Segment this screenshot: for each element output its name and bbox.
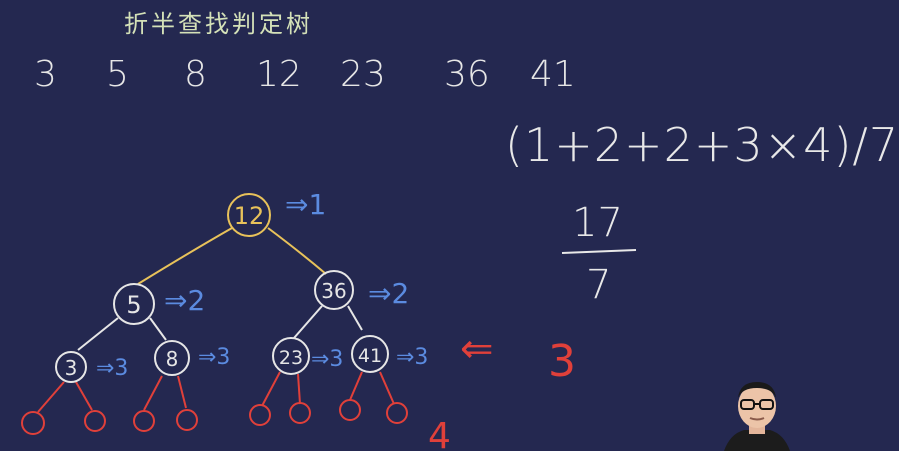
- level-count-label: ⇒2: [368, 277, 409, 310]
- edge-36-41: [347, 305, 363, 331]
- tree-node-value: 12: [234, 202, 265, 230]
- tree-node-circle: [351, 335, 389, 373]
- edge-root-right: [267, 227, 327, 275]
- seq-item: 3: [34, 54, 57, 95]
- edge-5-8: [149, 317, 167, 341]
- edge-leaf: [37, 381, 65, 413]
- tree-node-value: 3: [65, 356, 78, 380]
- tree-node-circle: [227, 193, 271, 237]
- edge-leaf: [261, 371, 281, 407]
- leaf-circle: [176, 409, 198, 431]
- fraction-bar: [561, 249, 637, 254]
- decision-tree: 12 5 36 3 8 23 41 ⇒1 ⇒2 ⇒2 ⇒3 ⇒3 ⇒3 ⇒3 ⇐…: [21, 188, 637, 451]
- leaf-circle: [289, 402, 311, 424]
- leaf-circle: [339, 399, 361, 421]
- tree-node-circle: [113, 283, 155, 325]
- tree-node-value: 41: [358, 345, 382, 367]
- whiteboard: 折半查找判定树 3 5 8 12 23 36 41 (1+2+2+3×4)/7 …: [21, 10, 899, 451]
- leaf-circle: [133, 410, 155, 432]
- edge-leaf: [379, 371, 395, 405]
- edge-root-left: [137, 227, 233, 285]
- title: 折半查找判定树: [124, 10, 313, 38]
- leaf-circle: [386, 402, 408, 424]
- tree-node-value: 36: [321, 279, 346, 303]
- level-count-label: ⇒1: [285, 188, 326, 221]
- tree-node-circle: [55, 351, 87, 383]
- seq-item: 23: [340, 54, 386, 95]
- seq-item: 12: [256, 54, 302, 95]
- level-count-label: ⇒3: [396, 345, 428, 370]
- fraction-numerator: 17: [572, 200, 623, 246]
- edge-leaf: [177, 375, 187, 409]
- edge-leaf: [297, 373, 301, 405]
- seq-item: 8: [184, 54, 207, 95]
- tree-node-circle: [314, 270, 354, 310]
- edge-leaf: [143, 375, 163, 411]
- seq-item: 36: [444, 54, 490, 95]
- edge-leaf: [75, 381, 93, 411]
- edge-36-23: [293, 305, 323, 339]
- level-count-label: ⇒3: [96, 356, 128, 381]
- average-formula: (1+2+2+3×4)/7: [505, 118, 899, 172]
- tree-node-value: 5: [126, 291, 141, 319]
- leaf-circle: [21, 411, 45, 435]
- seq-item: 41: [530, 54, 576, 95]
- presenter-avatar: [724, 382, 790, 451]
- edge-5-3: [77, 317, 119, 351]
- fraction-denominator: 7: [586, 262, 612, 308]
- level-count-label: ⇒2: [164, 284, 205, 317]
- tree-node-value: 23: [279, 347, 303, 369]
- level3-marker-value: 3: [548, 336, 576, 387]
- tree-node-circle: [272, 337, 310, 375]
- left-arrow-icon: ⇐: [460, 326, 494, 372]
- level4-value: 4: [428, 416, 451, 451]
- seq-item: 5: [106, 54, 129, 95]
- level-count-label: ⇒3: [311, 347, 343, 372]
- leaf-circle: [249, 404, 271, 426]
- edge-leaf: [349, 371, 363, 401]
- level-count-label: ⇒3: [198, 345, 230, 370]
- leaf-circle: [84, 410, 106, 432]
- tree-node-circle: [154, 340, 190, 376]
- tree-node-value: 8: [166, 347, 179, 371]
